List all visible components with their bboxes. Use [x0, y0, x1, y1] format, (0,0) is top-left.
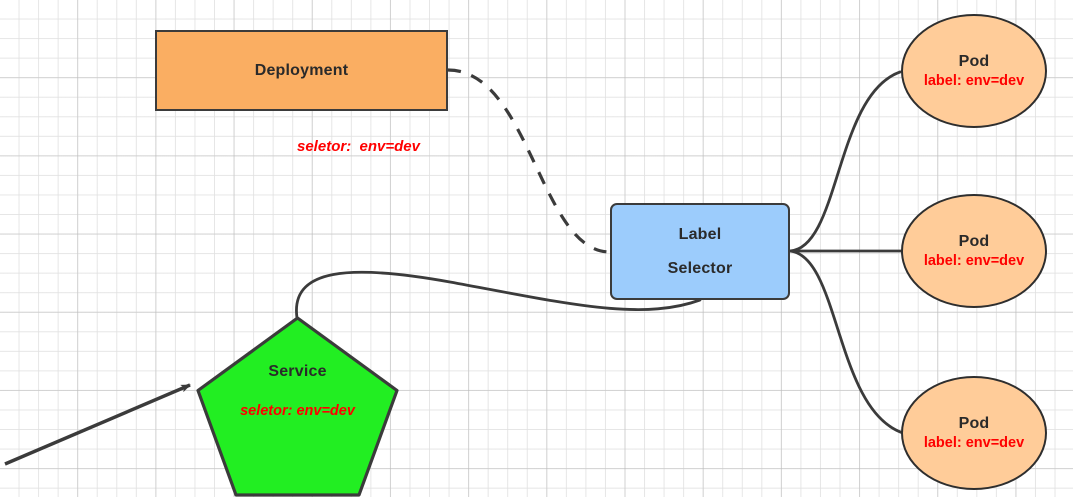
pod-label: Pod [958, 415, 990, 432]
pod-label-annotation: label: env=dev [923, 73, 1025, 89]
deployment-label: Deployment [254, 61, 349, 79]
deployment-selector-annotation: seletor: env=dev [297, 138, 420, 155]
label-selector-line1: Label [678, 225, 722, 243]
pod-label: Pod [958, 53, 990, 70]
node-pod-3[interactable]: Pod label: env=dev [901, 376, 1047, 490]
service-selector-annotation: seletor: env=dev [240, 403, 355, 419]
service-label: Service [268, 363, 327, 380]
node-pod-2[interactable]: Pod label: env=dev [901, 194, 1047, 308]
edge-label-selector-to-pod-3 [788, 249, 905, 435]
edge-service-to-label-selector [295, 270, 702, 320]
label-selector-line2: Selector [667, 259, 733, 277]
edge-deployment-to-label-selector [447, 68, 611, 254]
edge-label-selector-to-pod-1 [788, 70, 902, 253]
node-label-selector[interactable]: Label Selector [610, 203, 790, 300]
pentagon-shape [196, 316, 399, 497]
edge-incoming-traffic-to-service [4, 383, 191, 466]
pod-label-annotation: label: env=dev [923, 435, 1025, 451]
node-pod-1[interactable]: Pod label: env=dev [901, 14, 1047, 128]
node-service[interactable]: Service seletor: env=dev [195, 315, 400, 497]
pod-label: Pod [958, 233, 990, 250]
node-deployment[interactable]: Deployment [155, 30, 448, 111]
pod-label-annotation: label: env=dev [923, 253, 1025, 269]
